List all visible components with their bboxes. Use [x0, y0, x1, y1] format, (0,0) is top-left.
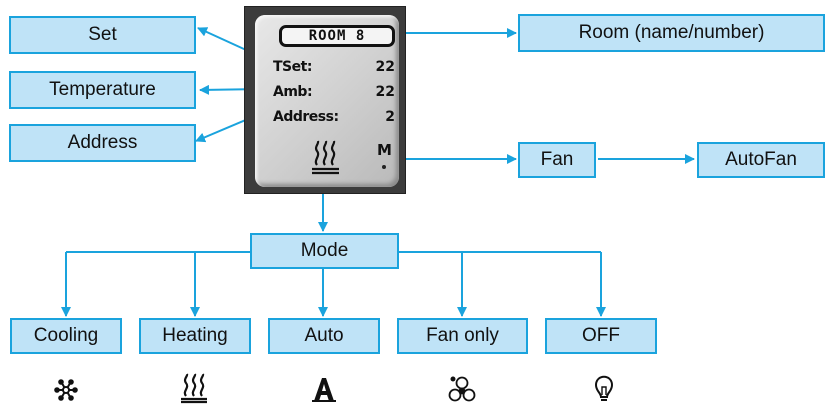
amb-value: 22 — [375, 84, 395, 100]
device-screen: ROOM 8 TSet: 22 Amb: 22 Address: 2 — [255, 15, 399, 187]
fan-icon — [448, 376, 476, 402]
mode-option-cooling: Cooling — [10, 318, 122, 354]
address-row: Address: 2 — [273, 109, 397, 129]
room-label: ROOM 8 — [279, 25, 395, 47]
mode-option-fanonly: Fan only — [397, 318, 528, 354]
snowflake-icon — [54, 379, 78, 401]
address-key: Address: — [273, 109, 339, 125]
tset-row: TSet: 22 — [273, 59, 397, 79]
fan-box: Fan — [518, 142, 596, 178]
amb-key: Amb: — [273, 84, 313, 100]
mode-option-heating: Heating — [139, 318, 251, 354]
fan-dot — [382, 165, 386, 169]
mode-option-off: OFF — [545, 318, 657, 354]
heating-icon — [181, 373, 207, 404]
room-box: Room (name/number) — [518, 14, 825, 52]
thermostat-device: ROOM 8 TSet: 22 Amb: 22 Address: 2 — [244, 6, 406, 194]
autofan-box: AutoFan — [697, 142, 825, 178]
mode-box: Mode — [250, 233, 399, 269]
address-box: Address — [9, 124, 196, 162]
temperature-box: Temperature — [9, 71, 196, 109]
auto-icon — [312, 378, 336, 402]
address-value: 2 — [385, 109, 395, 125]
tset-value: 22 — [375, 59, 395, 75]
fan-indicator: M — [377, 141, 392, 159]
amb-row: Amb: 22 — [273, 84, 397, 104]
bulb-icon — [594, 375, 614, 401]
set-box: Set — [9, 16, 196, 54]
mode-option-auto: Auto — [268, 318, 380, 354]
device-heating-icon — [312, 140, 339, 175]
tset-key: TSet: — [273, 59, 312, 75]
